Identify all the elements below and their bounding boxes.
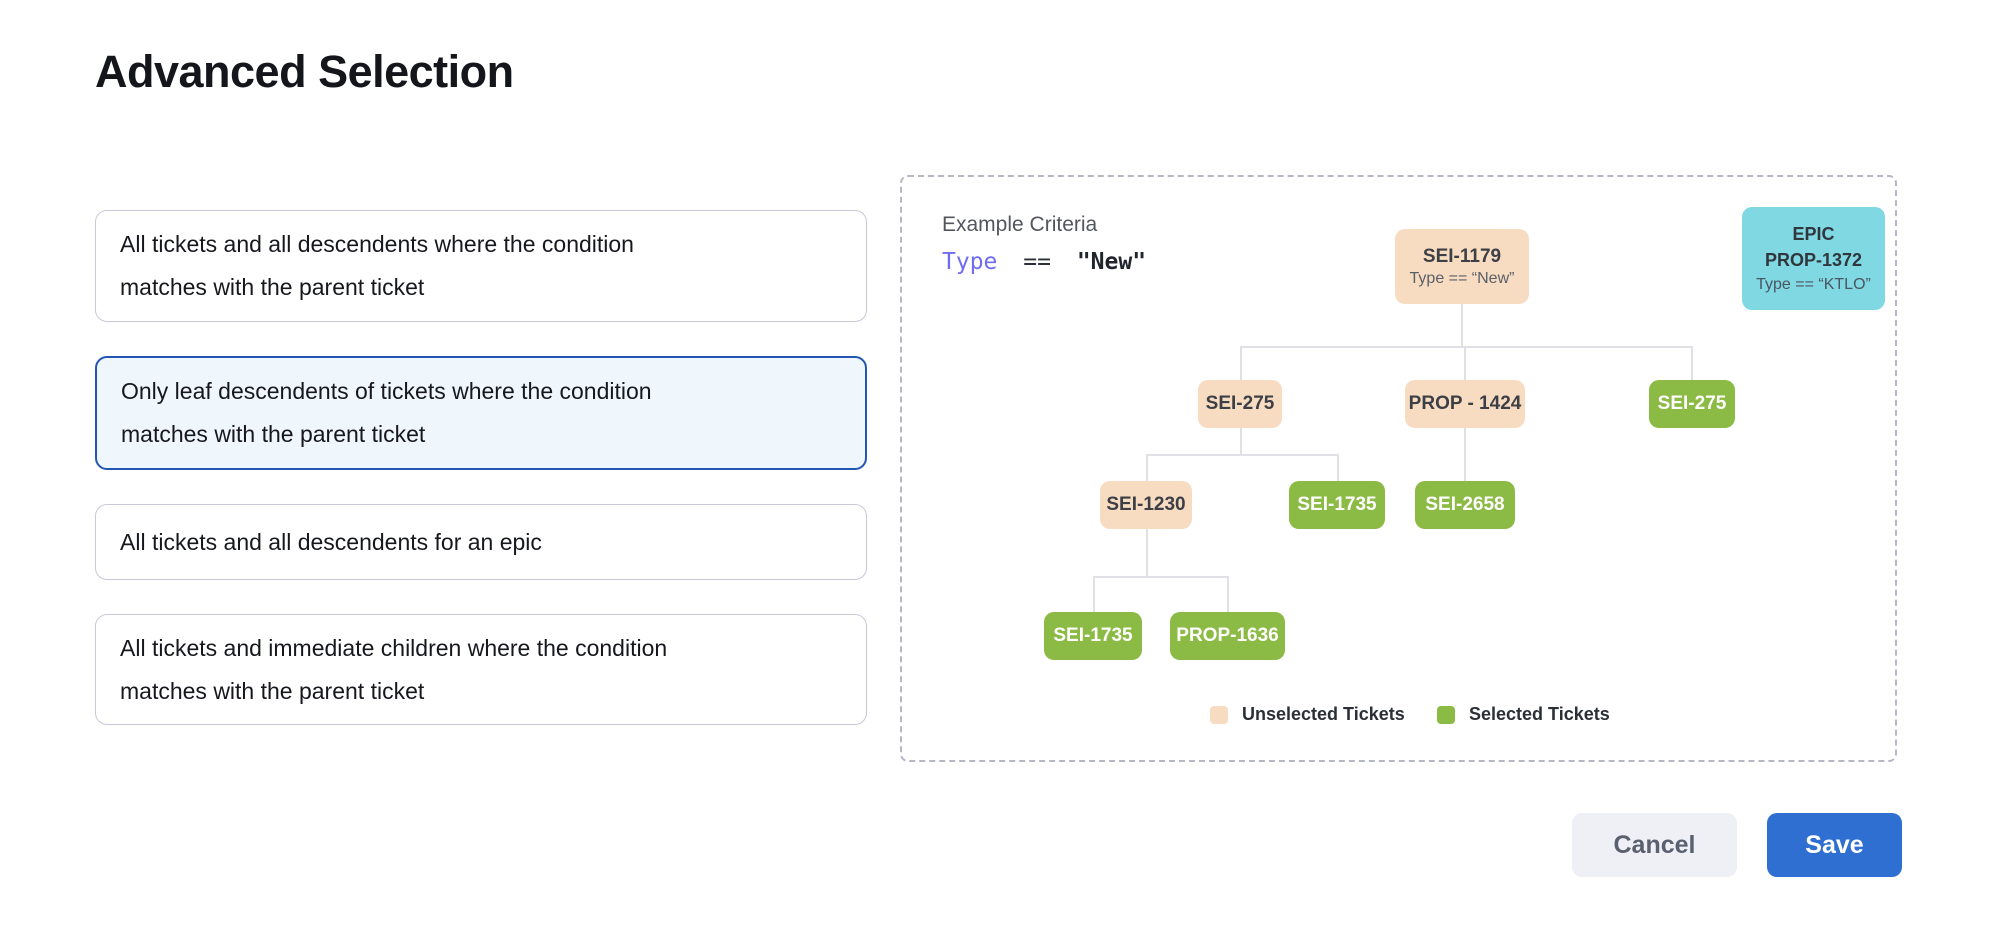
option-immediate-children-condition[interactable]: All tickets and immediate children where… bbox=[95, 614, 867, 725]
legend-item-unselected: Unselected Tickets bbox=[1210, 704, 1405, 725]
tree-connector bbox=[1146, 529, 1148, 576]
tree-node: SEI-275 bbox=[1649, 380, 1735, 428]
tree-connector bbox=[1691, 346, 1693, 380]
example-criteria-heading: Example Criteria bbox=[942, 213, 1098, 236]
epic-criteria: Type == “KTLO” bbox=[1756, 275, 1871, 293]
tree-connector bbox=[1146, 454, 1338, 456]
tree-node: PROP-1636 bbox=[1170, 612, 1285, 660]
criteria-field: Type bbox=[942, 249, 998, 275]
tree-connector bbox=[1240, 428, 1242, 454]
legend-item-selected: Selected Tickets bbox=[1437, 704, 1610, 725]
epic-kind-label: EPIC bbox=[1792, 223, 1835, 244]
example-diagram-panel: Example Criteria Type == "New" EPIC PROP… bbox=[900, 175, 1897, 762]
selected-swatch-icon bbox=[1437, 705, 1455, 724]
tree-connector bbox=[1337, 454, 1339, 481]
page-title: Advanced Selection bbox=[95, 46, 514, 97]
tree-connector bbox=[1240, 346, 1242, 380]
criteria-operator: == bbox=[1023, 249, 1051, 275]
tree-node: PROP - 1424 bbox=[1405, 380, 1525, 428]
tree-connector bbox=[1093, 576, 1095, 612]
tree-node: SEI-275 bbox=[1198, 380, 1282, 428]
option-label: All tickets and immediate children where… bbox=[120, 634, 668, 704]
example-criteria-expression: Type == "New" bbox=[942, 249, 1146, 275]
tree-connector bbox=[1240, 346, 1692, 348]
save-button[interactable]: Save bbox=[1767, 813, 1902, 877]
unselected-swatch-icon bbox=[1210, 705, 1228, 724]
tree-node: SEI-1735 bbox=[1044, 612, 1142, 660]
tree-connector bbox=[1464, 428, 1466, 481]
tree-node-root: SEI-1179 Type == “New” bbox=[1395, 229, 1529, 304]
option-all-descendents-condition[interactable]: All tickets and all descendents where th… bbox=[95, 210, 867, 322]
option-label: All tickets and all descendents for an e… bbox=[120, 528, 542, 555]
legend-label: Selected Tickets bbox=[1469, 704, 1610, 724]
tree-connector bbox=[1146, 454, 1148, 481]
tree-connector bbox=[1464, 346, 1466, 380]
tree-node: SEI-2658 bbox=[1415, 481, 1515, 529]
option-leaf-descendents-condition[interactable]: Only leaf descendents of tickets where t… bbox=[95, 356, 867, 470]
option-label: Only leaf descendents of tickets where t… bbox=[121, 378, 652, 447]
option-all-descendents-epic[interactable]: All tickets and all descendents for an e… bbox=[95, 504, 867, 580]
cancel-button[interactable]: Cancel bbox=[1572, 813, 1737, 877]
tree-connector bbox=[1461, 304, 1463, 346]
criteria-value: "New" bbox=[1076, 249, 1147, 275]
legend-label: Unselected Tickets bbox=[1242, 704, 1405, 724]
epic-id: PROP-1372 bbox=[1764, 249, 1863, 270]
epic-card: EPIC PROP-1372 Type == “KTLO” bbox=[1742, 207, 1885, 310]
tree-node: SEI-1230 bbox=[1100, 481, 1192, 529]
tree-node: SEI-1735 bbox=[1289, 481, 1385, 529]
tree-node-id: SEI-1179 bbox=[1422, 245, 1502, 267]
tree-node-criteria: Type == “New” bbox=[1409, 269, 1515, 287]
option-label: All tickets and all descendents where th… bbox=[120, 231, 634, 300]
tree-connector bbox=[1093, 576, 1228, 578]
tree-connector bbox=[1227, 576, 1229, 612]
